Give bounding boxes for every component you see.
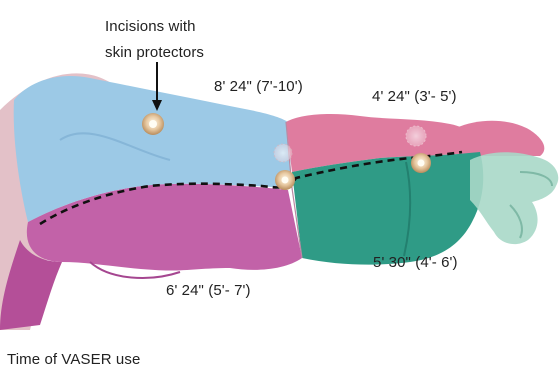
incision-marker-icon <box>275 170 295 190</box>
incision-marker-icon <box>411 153 431 173</box>
forearm-top-time-label: 4' 24" (3'- 5') <box>372 89 457 104</box>
hand-skin <box>470 152 558 244</box>
incision-marker-icon <box>274 144 292 162</box>
forearm-bottom-time-label: 5' 30" (4'- 6') <box>373 255 458 270</box>
callout-line-2: skin protectors <box>105 40 204 66</box>
incision-callout-label: Incisions with skin protectors <box>105 14 204 66</box>
upper-arm-top-time-label: 8' 24" (7'-10') <box>214 79 303 94</box>
figure-caption: Time of VASER use <box>7 352 140 367</box>
incision-marker-icon <box>142 113 164 135</box>
incision-marker-icon <box>406 126 426 146</box>
upper-arm-bottom-time-label: 6' 24" (5'- 7') <box>166 283 251 298</box>
forearm-bottom-zone <box>292 152 483 265</box>
callout-line-1: Incisions with <box>105 14 204 40</box>
